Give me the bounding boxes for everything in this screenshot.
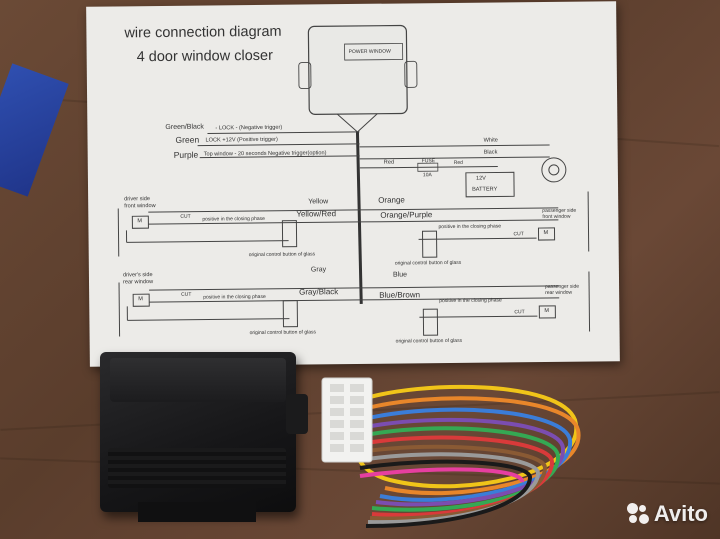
wire-line: [419, 315, 538, 318]
frame-line: [587, 191, 590, 252]
harness-wire: [359, 467, 524, 483]
module-ear-right: [404, 60, 418, 88]
switch-passenger-front: [421, 230, 438, 258]
wire-line: [148, 209, 361, 213]
wire-line: [360, 207, 559, 211]
harness-wire: [359, 396, 581, 496]
frame-line: [118, 282, 121, 337]
switch-passenger-rear: [422, 308, 439, 336]
harness-wire: [359, 435, 555, 518]
wire-line: [126, 240, 289, 243]
module-mount-ear: [286, 394, 308, 434]
motor-driver-front: [131, 215, 149, 229]
wire-line: [207, 131, 360, 135]
harness-wire: [359, 452, 540, 525]
avito-logo-icon: [626, 503, 649, 525]
switch-driver-front: [281, 220, 298, 248]
motor-passenger-rear: [538, 305, 556, 319]
window-closer-module: [100, 352, 308, 522]
wire-line: [197, 143, 360, 147]
module-connector-port: [138, 502, 256, 522]
wire-line: [199, 155, 360, 159]
avito-watermark: Avito: [626, 501, 708, 527]
wire-line: [359, 144, 550, 148]
diagram-lines: [117, 24, 591, 337]
wire-line: [361, 285, 560, 289]
wire-line: [127, 318, 290, 321]
frame-line: [117, 208, 120, 257]
wire-line: [418, 237, 537, 240]
watermark-text: Avito: [653, 501, 708, 526]
wire-line: [361, 297, 560, 301]
main-trunk: [355, 131, 363, 304]
wiring-diagram-sheet: wire connection diagram 4 door window cl…: [86, 1, 620, 367]
module-ear-left: [298, 62, 312, 89]
module-label-box: [344, 43, 404, 61]
wire-line: [149, 287, 362, 291]
harness-wire: [359, 444, 548, 521]
ignition-core: [548, 164, 560, 176]
frame-line: [588, 271, 591, 332]
wire-line: [359, 156, 550, 160]
wire-line: [149, 299, 362, 303]
module-top-face: [110, 358, 286, 402]
harness-wire: [359, 426, 561, 512]
module-outline: [307, 24, 408, 115]
wire-connector: [321, 377, 373, 463]
connector-pins: [330, 384, 364, 452]
wire-line: [360, 219, 559, 223]
harness-wire: [359, 407, 573, 502]
battery-symbol: [465, 171, 515, 198]
switch-driver-rear: [282, 300, 298, 328]
module-vent-grille: [108, 448, 286, 488]
harness-wire: [359, 459, 532, 528]
motor-driver-rear: [132, 293, 150, 307]
harness-wire: [359, 417, 566, 507]
wire-line: [359, 165, 498, 169]
fuse-symbol: [417, 162, 439, 172]
motor-passenger-front: [537, 227, 556, 241]
ignition-symbol: [541, 157, 567, 183]
wire-line: [148, 221, 361, 225]
